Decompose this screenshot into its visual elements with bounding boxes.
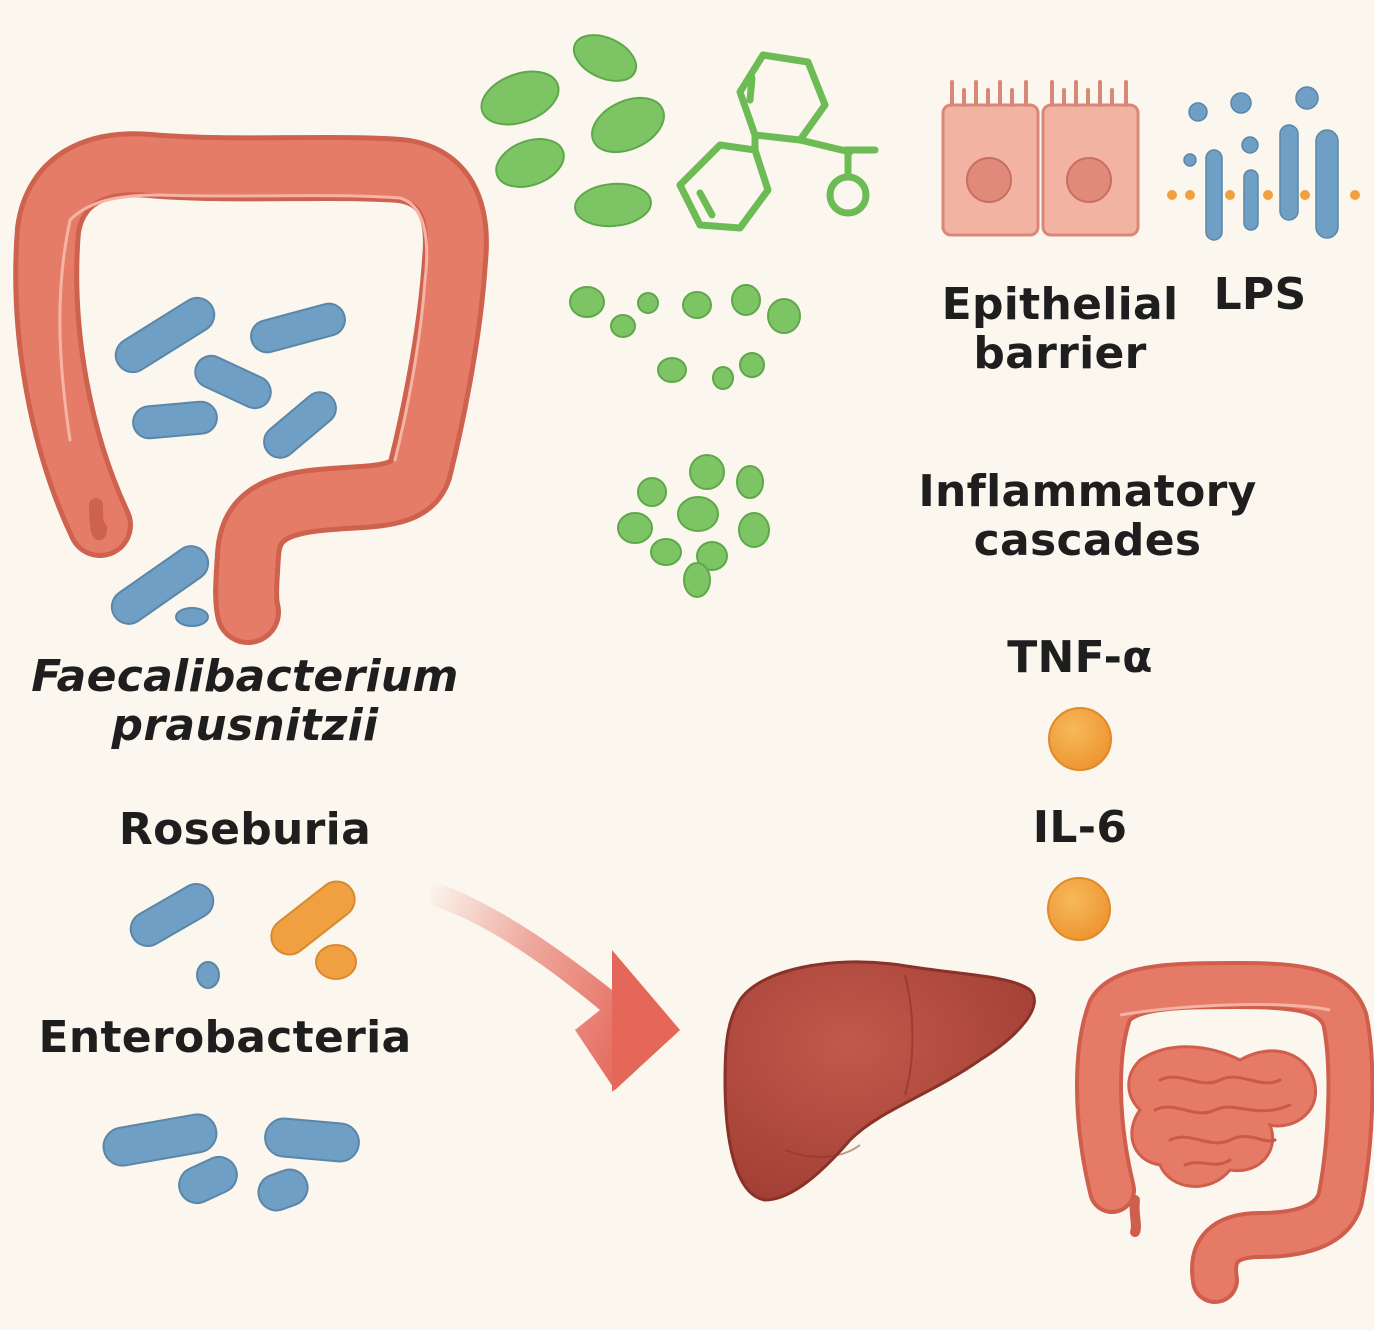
bacteria-rod-icon: [102, 1113, 218, 1167]
bacteria-rod-icon: [263, 391, 337, 459]
label-lps: LPS: [1213, 269, 1307, 320]
bacteria-cocci-icon: [315, 944, 357, 980]
bacteria-rod-icon: [257, 1168, 309, 1212]
liver-icon: [723, 960, 1036, 1202]
bacteria-cluster-roseburia: [129, 880, 357, 989]
label-tnf-alpha: TNF-α: [1007, 632, 1153, 683]
label-faecalibacterium-line1: Faecalibacterium: [31, 651, 459, 702]
label-il6: IL-6: [1032, 802, 1128, 853]
bacteria-rod-icon: [270, 880, 356, 956]
bacteria-rod-icon: [250, 302, 346, 354]
metabolite-cluster: [480, 34, 801, 598]
colon-icon: [13, 131, 489, 645]
bacteria-cluster-enterobacteria: [102, 1113, 360, 1212]
bacteria-rod-icon: [178, 1155, 238, 1205]
epithelial-cell-icon: [941, 80, 1140, 237]
bacteria-rod-icon: [264, 1117, 360, 1163]
label-faecalibacterium: Faecalibacterium prausnitzii: [20, 652, 470, 751]
cytokine-dot-icon: [1047, 877, 1111, 941]
bacteria-cocci-icon: [196, 961, 220, 989]
bacteria-rod-icon: [132, 400, 218, 440]
label-enterobacteria: Enterobacteria: [38, 1012, 412, 1063]
bacteria-rod-icon: [194, 354, 272, 410]
label-epithelial-barrier: Epithelial barrier: [930, 280, 1190, 379]
bacteria-cluster-colon: [110, 296, 346, 627]
bacteria-rod-icon: [110, 545, 210, 625]
label-epithelial-line1: Epithelial: [941, 279, 1179, 330]
label-roseburia: Roseburia: [118, 804, 372, 855]
label-inflammatory-cascades: Inflammatory cascades: [900, 467, 1275, 566]
lps-molecule-icon: [1167, 86, 1360, 241]
metabolite-molecule-icon: [676, 51, 879, 232]
label-faecalibacterium-line2: prausnitzii: [111, 700, 379, 752]
intestine-icon: [1075, 961, 1374, 1304]
bacteria-cocci-icon: [175, 607, 209, 627]
label-epithelial-line2: barrier: [973, 328, 1147, 380]
arrow-icon: [430, 880, 680, 1092]
cytokine-dot-icon: [1048, 707, 1112, 771]
label-inflammatory-line2: cascades: [973, 515, 1202, 567]
bacteria-rod-icon: [114, 296, 216, 374]
bacteria-rod-icon: [129, 883, 215, 947]
label-inflammatory-line1: Inflammatory: [918, 466, 1257, 517]
